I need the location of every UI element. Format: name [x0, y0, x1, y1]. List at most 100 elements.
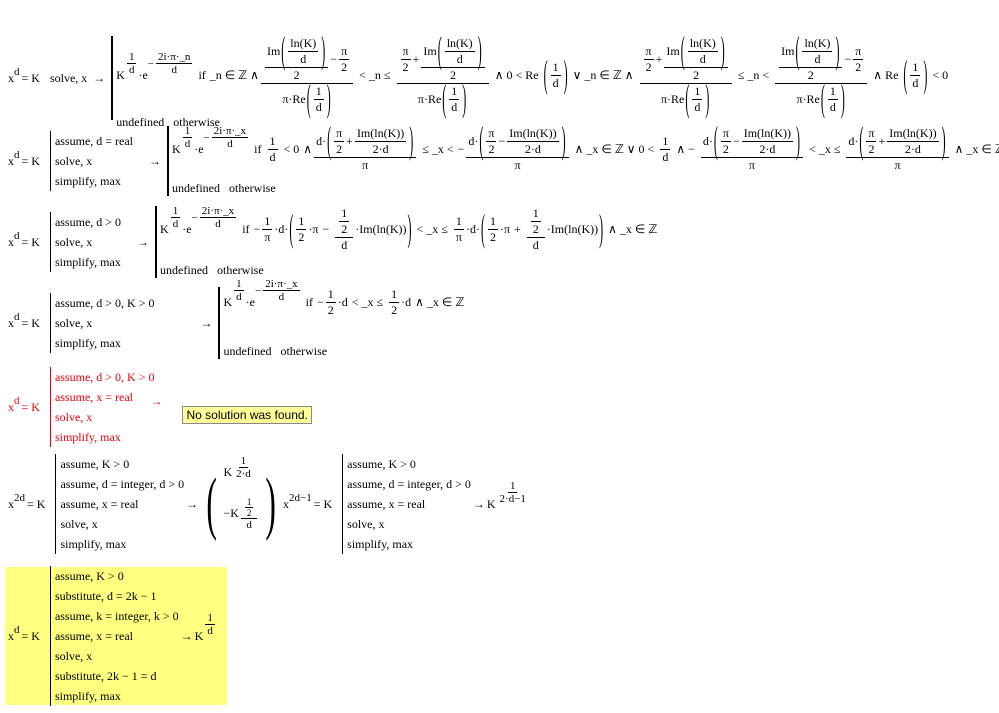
- math-text: 1: [827, 84, 838, 100]
- keyword: assume, x = real: [54, 390, 134, 404]
- math-text: π·Re: [417, 92, 442, 106]
- math-text: e: [249, 295, 255, 309]
- math-text: ·π: [308, 222, 319, 236]
- math-text: (: [680, 27, 685, 73]
- math-text: d: [912, 76, 919, 90]
- math-text: −K: [223, 506, 239, 520]
- math-text: ·: [245, 295, 250, 309]
- math-text: ·: [138, 68, 143, 82]
- math-text: ·Im(ln(K)): [546, 222, 599, 236]
- math-text: +: [346, 134, 353, 148]
- math-text: ·Im(ln(K)): [355, 222, 407, 236]
- math-text: ·d: [337, 295, 348, 309]
- math-text: (: [327, 117, 332, 163]
- keyword: solve, x: [54, 154, 93, 168]
- math-text: d: [552, 76, 559, 90]
- math-text: Im(ln(K)): [741, 126, 794, 142]
- keyword: simplify, max: [54, 689, 121, 703]
- math-text: Im: [423, 44, 437, 58]
- math-text: 1: [126, 51, 137, 64]
- math-text: ·d: [274, 222, 285, 236]
- math-text: 2i·π·_x: [199, 205, 237, 218]
- math-text: 1: [238, 455, 249, 468]
- math-text: d: [814, 52, 821, 66]
- math-text: (: [206, 465, 218, 542]
- fraction: Im(ln(K))2·d: [741, 126, 794, 157]
- math-text: π: [400, 44, 411, 60]
- math-text: e: [198, 142, 204, 156]
- math-text: d: [451, 100, 458, 114]
- math-text: 1: [910, 60, 921, 76]
- fraction: Im(ln(K)d)2: [779, 28, 843, 83]
- error-tooltip: No solution was found.: [182, 406, 312, 424]
- math-text: −: [203, 131, 210, 144]
- math-text: ): [326, 75, 331, 121]
- math-text: d: [456, 52, 463, 66]
- numerator: Im(ln(K)d): [264, 28, 329, 72]
- math-text: 2: [855, 60, 862, 74]
- keyword: substitute, 2k − 1 = d: [54, 669, 157, 683]
- math-text: = K: [21, 628, 40, 643]
- math-text: ): [265, 465, 277, 542]
- keyword: assume, d > 0, K > 0: [54, 296, 155, 310]
- math-text: = K: [21, 315, 40, 330]
- fraction: ln(K)d: [288, 36, 319, 67]
- math-text: ): [835, 27, 840, 73]
- keyword: simplify, max: [54, 174, 121, 188]
- math-text: 1: [389, 287, 400, 303]
- math-text: (: [480, 205, 485, 251]
- math-text: −: [322, 222, 330, 236]
- math-text: 2·d: [759, 142, 776, 156]
- keyword: simplify, max: [54, 336, 121, 350]
- math-text: if: [198, 68, 206, 82]
- math-text: < 0: [932, 68, 949, 82]
- fraction: Im(ln(K)d)2: [421, 28, 485, 83]
- math-text: x: [8, 70, 14, 85]
- math-text: (: [685, 75, 690, 121]
- math-text: if: [242, 222, 250, 236]
- math-text: d: [278, 291, 285, 303]
- keyword: assume, d = integer, d > 0: [60, 477, 185, 491]
- math-text: 2i·π·_n: [156, 51, 193, 64]
- math-text: 1: [660, 134, 671, 150]
- math-text: π: [643, 44, 654, 60]
- math-text: ): [462, 75, 467, 121]
- math-text: (: [306, 75, 311, 121]
- math-text: ·: [284, 222, 289, 236]
- math-text: 2: [341, 60, 348, 74]
